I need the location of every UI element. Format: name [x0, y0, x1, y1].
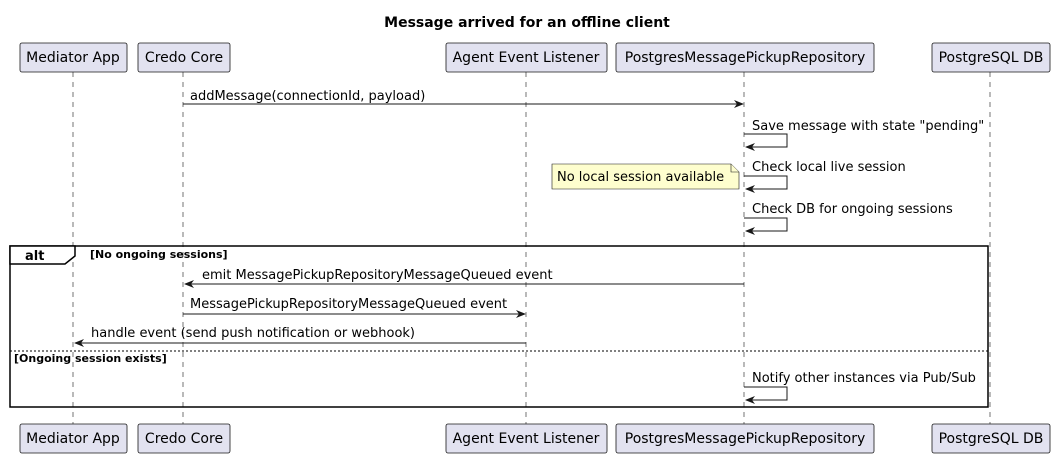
participant-core-bottom: Credo Core: [137, 423, 231, 454]
message-notify-pubsub: Notify other instances via Pub/Sub: [744, 371, 976, 404]
alt-keyword: alt: [25, 249, 44, 264]
message-label: addMessage(connectionId, payload): [190, 89, 425, 104]
participant-label: PostgresMessagePickupRepository: [625, 50, 866, 66]
arrowhead: [745, 185, 755, 193]
participant-listener-bottom: Agent Event Listener: [445, 423, 608, 454]
arrowhead: [74, 339, 84, 347]
message-queued-event: MessagePickupRepositoryMessageQueued eve…: [183, 297, 526, 318]
participant-db-top: PostgreSQL DB: [931, 42, 1051, 73]
message-label: MessagePickupRepositoryMessageQueued eve…: [190, 297, 507, 312]
participant-label: PostgreSQL DB: [939, 50, 1044, 66]
participant-label: Mediator App: [26, 50, 120, 66]
participant-label: PostgresMessagePickupRepository: [625, 431, 866, 447]
message-label: Check DB for ongoing sessions: [752, 202, 953, 217]
participant-label: Credo Core: [145, 50, 223, 66]
participant-listener-top: Agent Event Listener: [445, 42, 608, 73]
participant-label: Credo Core: [145, 431, 223, 447]
message-save-pending: Save message with state "pending": [744, 119, 984, 151]
participant-mediator-top: Mediator App: [19, 42, 128, 73]
message-label: handle event (send push notification or …: [91, 326, 415, 341]
message-label: Save message with state "pending": [752, 119, 984, 134]
participant-repo-bottom: PostgresMessagePickupRepository: [615, 423, 875, 454]
participant-label: PostgreSQL DB: [939, 431, 1044, 447]
arrowhead: [745, 396, 755, 404]
message-label: Notify other instances via Pub/Sub: [752, 371, 976, 386]
arrowhead: [516, 310, 526, 318]
participant-db-bottom: PostgreSQL DB: [931, 423, 1051, 454]
participant-repo-top: PostgresMessagePickupRepository: [615, 42, 875, 73]
alt-guard-2: [Ongoing session exists]: [14, 352, 167, 365]
message-handle-event: handle event (send push notification or …: [74, 326, 526, 347]
participant-mediator-bottom: Mediator App: [19, 423, 128, 454]
participant-label: Agent Event Listener: [453, 50, 600, 66]
participant-label: Agent Event Listener: [453, 431, 600, 447]
participant-core-top: Credo Core: [137, 42, 231, 73]
alt-frame-tab: [9, 245, 76, 265]
alt-guard-1: [No ongoing sessions]: [90, 248, 228, 261]
message-add-message: addMessage(connectionId, payload): [183, 89, 744, 108]
arrowhead: [745, 227, 755, 235]
message-emit-queued-event: emit MessagePickupRepositoryMessageQueue…: [184, 268, 744, 288]
alt-frame: alt [No ongoing sessions] [Ongoing sessi…: [9, 245, 989, 408]
arrowhead: [734, 100, 744, 108]
message-check-db-sessions: Check DB for ongoing sessions: [744, 202, 953, 235]
note-no-local-session: No local session available: [551, 163, 740, 190]
message-label: emit MessagePickupRepositoryMessageQueue…: [202, 268, 553, 283]
note-text: No local session available: [557, 170, 724, 185]
lifelines: [72, 72, 991, 424]
arrowhead: [184, 280, 194, 288]
arrowhead: [745, 143, 755, 151]
diagram-title: Message arrived for an offline client: [384, 15, 670, 31]
message-check-local-session: Check local live session: [744, 160, 906, 193]
participant-label: Mediator App: [26, 431, 120, 447]
message-label: Check local live session: [752, 160, 906, 175]
